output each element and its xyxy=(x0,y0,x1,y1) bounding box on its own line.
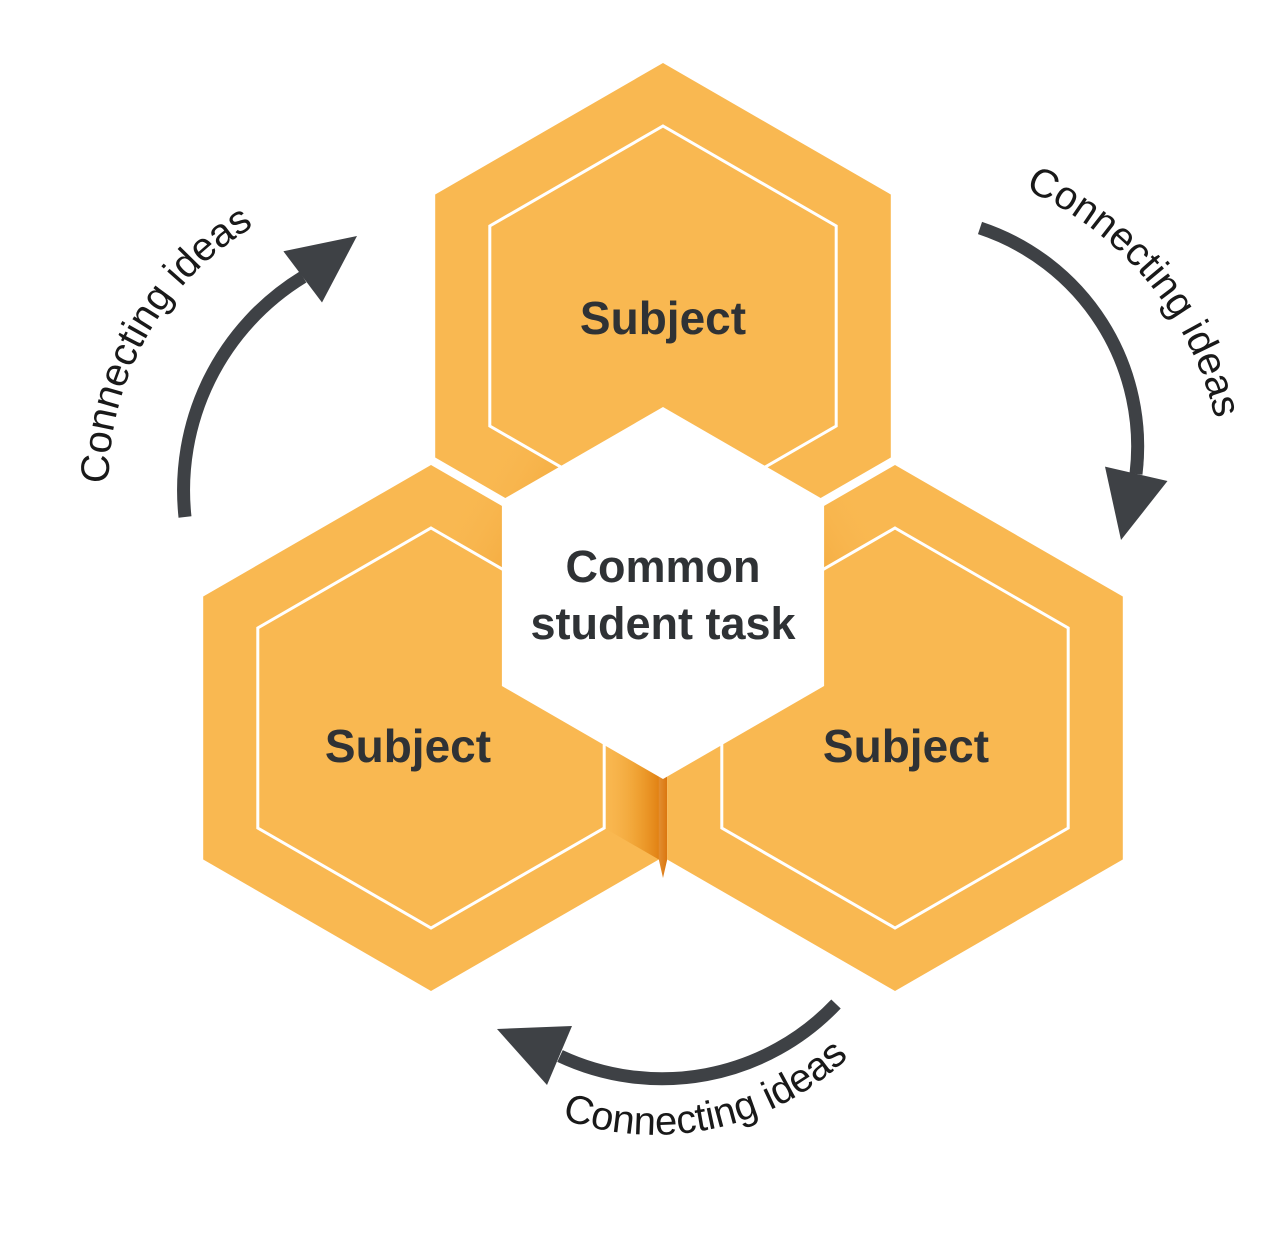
hexagon-right-label: Subject xyxy=(823,720,989,772)
hexagon-left-label: Subject xyxy=(325,720,491,772)
center-label-line2: student task xyxy=(530,598,796,649)
arrow-right-head-icon xyxy=(1105,466,1168,540)
arrow-right-curve xyxy=(977,221,1145,475)
center-label-line1: Common xyxy=(566,541,761,592)
hexagon-top-label: Subject xyxy=(580,292,746,344)
arrow-bottom-head-icon xyxy=(497,1026,572,1085)
arrow-top-left-head-icon xyxy=(283,236,357,303)
center-hexagon xyxy=(501,407,825,779)
arrow-top-left-curve xyxy=(177,271,307,518)
arrow-bottom: Connecting ideas xyxy=(497,999,855,1144)
arrow-right: Connecting ideas xyxy=(977,158,1249,540)
hexagon-top-shape xyxy=(435,63,891,589)
arrow-bottom-curve xyxy=(557,999,841,1086)
center-hexagon-label: Common student task xyxy=(530,541,796,649)
arrow-top-left: Connecting ideas xyxy=(73,197,357,518)
arrow-bottom-label: Connecting ideas xyxy=(559,1031,855,1144)
